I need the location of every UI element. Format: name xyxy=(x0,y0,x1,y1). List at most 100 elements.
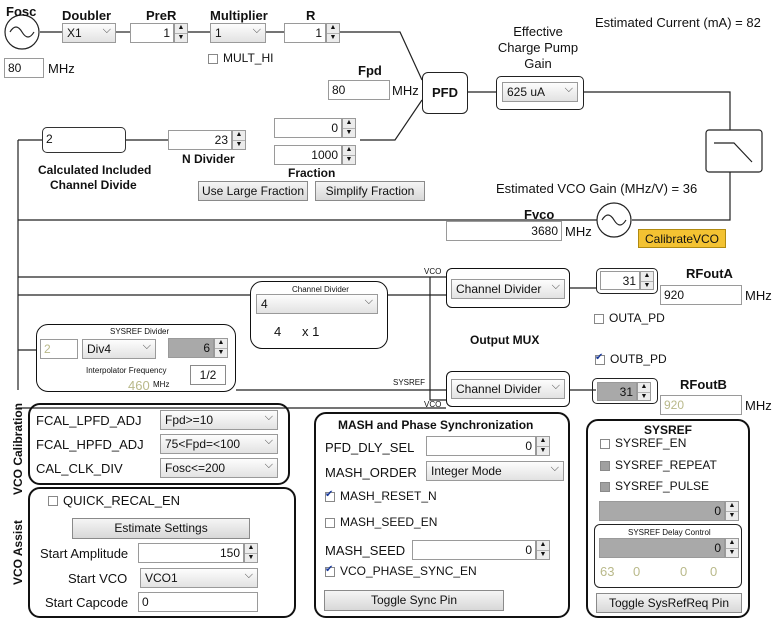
r-input[interactable]: 1 xyxy=(284,23,326,43)
sysref-div-right[interactable]: 6 xyxy=(168,338,214,358)
sysref-en-checkbox[interactable] xyxy=(600,439,610,449)
cp-gain-select[interactable]: 625 uA xyxy=(502,82,578,102)
start-capcode-input[interactable]: 0 xyxy=(138,592,258,612)
fraction-numerator[interactable]: 0 xyxy=(274,118,342,138)
rfoutb-unit: MHz xyxy=(745,398,772,413)
mash-reset-n-checkbox[interactable] xyxy=(325,489,335,502)
fosc-input[interactable]: 80 xyxy=(4,58,44,78)
toggle-sync-pin-button[interactable]: Toggle Sync Pin xyxy=(324,590,504,611)
output-mux-label: Output MUX xyxy=(470,333,540,347)
channel-divider-block xyxy=(250,281,388,349)
channel-divider-select[interactable]: 4 xyxy=(256,294,378,314)
n-divider-input[interactable]: 23 xyxy=(168,130,232,150)
fraction-numerator-spinner[interactable]: ▲▼ xyxy=(342,118,356,138)
cp-label-1: Effective xyxy=(513,24,563,39)
outa-mux-select[interactable]: Channel Divider xyxy=(451,279,565,299)
simplify-fraction-button[interactable]: Simplify Fraction xyxy=(315,181,425,201)
vco-gain: Estimated VCO Gain (MHz/V) = 36 xyxy=(496,181,698,196)
multiplier-select[interactable]: 1 xyxy=(210,23,266,43)
sysref-delay-block xyxy=(594,524,742,588)
pfd-dly-sel-input[interactable]: 0 xyxy=(426,436,536,456)
cp-label-3: Gain xyxy=(524,56,552,71)
outb-pd-checkbox[interactable] xyxy=(595,352,605,365)
outa-mux-block xyxy=(446,268,570,308)
rfouta-label: RFoutA xyxy=(686,266,733,281)
quick-recal-checkbox[interactable] xyxy=(48,496,58,506)
start-amplitude-spinner[interactable]: ▲▼ xyxy=(244,543,258,563)
cp-label-2: Charge Pump xyxy=(497,40,579,55)
rfouta-freq: 920 xyxy=(660,285,742,305)
outa-power-input[interactable]: 31 xyxy=(600,271,640,290)
cal-clk-div-select[interactable]: Fosc<=200 xyxy=(160,458,278,478)
channel-divider-value-text: 4 xyxy=(274,324,282,339)
vco-phase-sync-checkbox[interactable] xyxy=(325,564,335,577)
sysref-pulse-checkbox[interactable] xyxy=(600,482,610,492)
sysref-repeat-label: SYSREF_REPEAT xyxy=(615,458,717,472)
mult-hi-checkbox[interactable] xyxy=(208,54,218,64)
calibrate-vco-button[interactable]: CalibrateVCO xyxy=(638,229,726,248)
outb-power-block xyxy=(592,378,658,404)
n-divider-spinner[interactable]: ▲▼ xyxy=(232,130,246,150)
vco-calibration-panel xyxy=(28,403,290,485)
sysref-en-label: SYSREF_EN xyxy=(615,436,687,450)
estimate-settings-button[interactable]: Estimate Settings xyxy=(72,518,250,539)
start-amplitude-label: Start Amplitude xyxy=(40,546,129,561)
mash-order-label: MASH_ORDER xyxy=(325,465,417,480)
doubler-select[interactable]: X1 xyxy=(62,23,116,43)
sysref-value-spinner[interactable]: ▲▼ xyxy=(725,501,739,521)
fraction-denominator[interactable]: 1000 xyxy=(274,145,342,165)
r-label: R xyxy=(306,8,316,23)
mash-seed-en-checkbox[interactable] xyxy=(325,518,335,528)
pfd-block: PFD xyxy=(422,72,468,114)
sysref-value-input[interactable]: 0 xyxy=(599,501,725,521)
fraction-denominator-spinner[interactable]: ▲▼ xyxy=(342,145,356,165)
prer-spinner[interactable]: ▲▼ xyxy=(174,23,188,43)
rfoutb-freq: 920 xyxy=(660,395,742,415)
prer-input[interactable]: 1 xyxy=(130,23,174,43)
outa-pd-checkbox[interactable] xyxy=(594,314,604,324)
mash-seed-en-label: MASH_SEED_EN xyxy=(340,515,438,529)
mash-seed-spinner[interactable]: ▲▼ xyxy=(536,540,550,560)
fcal-lpfd-label: FCAL_LPFD_ADJ xyxy=(36,413,142,428)
sysref-div-select[interactable]: Div4 xyxy=(82,339,156,359)
fraction-label: Fraction xyxy=(288,166,336,180)
outa-power-block xyxy=(596,268,658,294)
interpolator-unit: MHz xyxy=(153,380,170,389)
half-button[interactable]: 1/2 xyxy=(190,365,226,385)
fvco-label: Fvco xyxy=(524,207,555,222)
channel-divider-multiplier-text: x 1 xyxy=(302,324,320,339)
sysref-divider-title: SYSREF Divider xyxy=(110,327,170,336)
fpd-value: 80 xyxy=(328,80,390,100)
outb-pd-label: OUTB_PD xyxy=(610,352,667,366)
r-spinner[interactable]: ▲▼ xyxy=(326,23,340,43)
mash-seed-input[interactable]: 0 xyxy=(412,540,536,560)
fpd-label: Fpd xyxy=(358,63,382,78)
channel-divide-label-1: Calculated Included xyxy=(38,163,152,177)
outb-power-input[interactable]: 31 xyxy=(597,382,637,401)
sysref-delay-input[interactable]: 0 xyxy=(599,538,725,558)
fcal-hpfd-label: FCAL_HPFD_ADJ xyxy=(36,437,144,452)
toggle-sysrefreq-button[interactable]: Toggle SysRefReq Pin xyxy=(596,593,742,613)
outb-mux-select[interactable]: Channel Divider xyxy=(451,379,565,399)
sysref-div-spinner[interactable]: ▲▼ xyxy=(214,338,228,358)
sysref-repeat-checkbox[interactable] xyxy=(600,461,610,471)
mash-order-select[interactable]: Integer Mode xyxy=(426,461,564,481)
vco-tag-bottom: VCO xyxy=(424,400,442,409)
channel-divider-title: Channel Divider xyxy=(292,285,349,294)
start-vco-select[interactable]: VCO1 xyxy=(140,568,258,588)
pfd-dly-sel-spinner[interactable]: ▲▼ xyxy=(536,436,550,456)
sysref-title: SYSREF xyxy=(644,423,693,437)
fcal-lpfd-select[interactable]: Fpd>=10 xyxy=(160,410,278,430)
fcal-hpfd-select[interactable]: 75<Fpd=<100 xyxy=(160,434,278,454)
sysref-pulse-label: SYSREF_PULSE xyxy=(615,479,710,493)
sysref-delay-val-1: 0 xyxy=(633,564,641,579)
outb-power-spinner[interactable]: ▲▼ xyxy=(637,382,651,401)
n-divider-label: N Divider xyxy=(182,152,235,166)
sysref-delay-spinner[interactable]: ▲▼ xyxy=(725,538,739,558)
quick-recal-label: QUICK_RECAL_EN xyxy=(63,493,181,508)
use-large-fraction-button[interactable]: Use Large Fraction xyxy=(198,181,308,201)
start-amplitude-input[interactable]: 150 xyxy=(138,543,244,563)
mash-seed-label: MASH_SEED xyxy=(325,543,406,558)
outa-power-spinner[interactable]: ▲▼ xyxy=(640,271,654,290)
